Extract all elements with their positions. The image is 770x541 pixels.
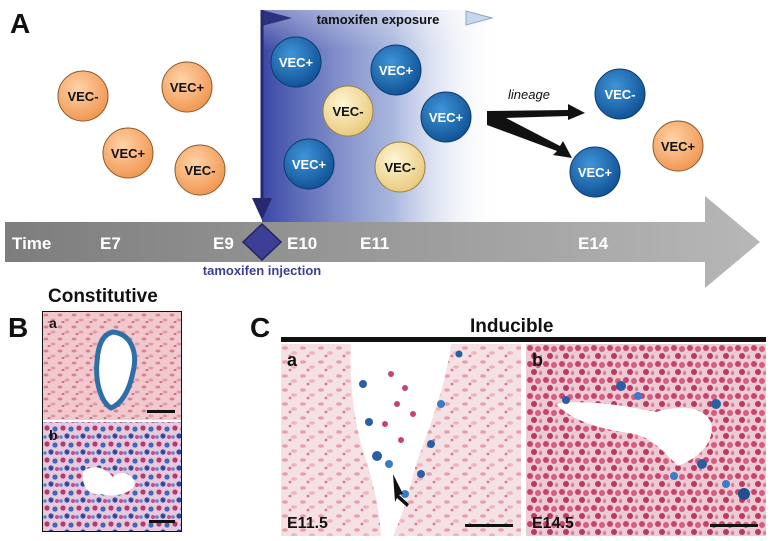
exposure-start-triangle (262, 10, 292, 26)
panel-c-title: Inducible (470, 316, 554, 337)
panel-b-title: Constitutive (48, 286, 158, 307)
timeline-tick-e10: E10 (287, 234, 317, 253)
panel-b-micrographs: a b (42, 311, 182, 532)
c-a-stage-label: E11.5 (287, 515, 328, 532)
c-a-arrow-icon (393, 474, 409, 507)
cell-label: VEC+ (111, 146, 146, 161)
cell-label: VEC+ (292, 157, 327, 172)
lineage-label: lineage (508, 87, 550, 102)
cell-exposure-1: VEC+ (270, 36, 322, 88)
cell-after-3: VEC+ (652, 120, 704, 172)
cell-label: VEC- (604, 87, 635, 102)
panel-c-b-micrograph: b E14.5 (526, 344, 766, 536)
c-a-scale-bar (465, 524, 513, 527)
timeline-tick-e9: E9 (213, 234, 234, 253)
cell-before-4: VEC- (174, 144, 226, 196)
cell-label: VEC- (384, 160, 415, 175)
b-a-vessel (94, 329, 138, 411)
cell-label: VEC+ (661, 139, 696, 154)
panel-b-letter: B (8, 312, 29, 343)
timeline-arrow (5, 196, 760, 288)
cell-before-1: VEC- (57, 70, 109, 122)
timeline-time-label: Time (12, 234, 51, 253)
cell-label: VEC- (67, 89, 98, 104)
b-a-label: a (49, 315, 57, 331)
c-a-red-cells (382, 371, 416, 443)
timeline-tick-e7: E7 (100, 234, 121, 253)
panel-b-svg: a b (43, 312, 181, 531)
exposure-label: tamoxifen exposure (317, 12, 440, 27)
cell-exposure-5: VEC+ (283, 138, 335, 190)
cell-label: VEC- (332, 104, 363, 119)
cell-exposure-3: VEC- (322, 85, 374, 137)
panel-c-title-bar (281, 337, 766, 342)
b-b-vessel (82, 467, 135, 496)
cell-label: VEC- (184, 163, 215, 178)
cell-exposure-4: VEC+ (420, 91, 472, 143)
exposure-end-triangle (465, 10, 494, 26)
c-a-blue-cells (359, 350, 463, 498)
panel-c-a-svg: a E11.5 (281, 344, 521, 536)
b-b-label: b (49, 427, 58, 443)
c-b-scale-bar (710, 524, 758, 527)
cell-label: VEC+ (379, 63, 414, 78)
cell-after-2: VEC+ (569, 146, 621, 198)
c-a-label: a (287, 350, 298, 370)
cell-label: VEC+ (170, 80, 205, 95)
b-divider (43, 420, 181, 422)
panel-a-diagram: tamoxifen exposure Time E7 E9 E10 E11 E1… (5, 10, 760, 288)
cell-label: VEC+ (279, 55, 314, 70)
c-b-blue-cells (562, 381, 750, 500)
panel-a-letter: A (10, 8, 31, 39)
c-b-label: b (532, 350, 543, 370)
timeline-tick-e14: E14 (578, 234, 609, 253)
b-b-scale-bar (149, 520, 175, 523)
cell-exposure-2: VEC+ (370, 44, 422, 96)
cell-label: VEC+ (429, 110, 464, 125)
timeline-tick-e11: E11 (360, 234, 389, 253)
b-a-scale-bar (147, 410, 175, 413)
cell-after-1: VEC- (594, 68, 646, 120)
c-b-vessel (556, 402, 712, 466)
cell-before-3: VEC+ (102, 127, 154, 179)
injection-arrowhead (252, 198, 272, 220)
c-b-tissue (526, 344, 766, 536)
injection-label: tamoxifen injection (203, 263, 322, 278)
panel-c-b-svg: b E14.5 (526, 344, 766, 536)
cell-before-2: VEC+ (161, 61, 213, 113)
injection-diamond (241, 222, 283, 262)
cell-exposure-6: VEC- (374, 141, 426, 193)
panel-c-letter: C (250, 312, 271, 343)
panel-c-a-micrograph: a E11.5 (281, 344, 521, 536)
c-b-stage-label: E14.5 (532, 515, 574, 532)
cell-label: VEC+ (578, 165, 613, 180)
lineage-arrow (487, 104, 585, 158)
